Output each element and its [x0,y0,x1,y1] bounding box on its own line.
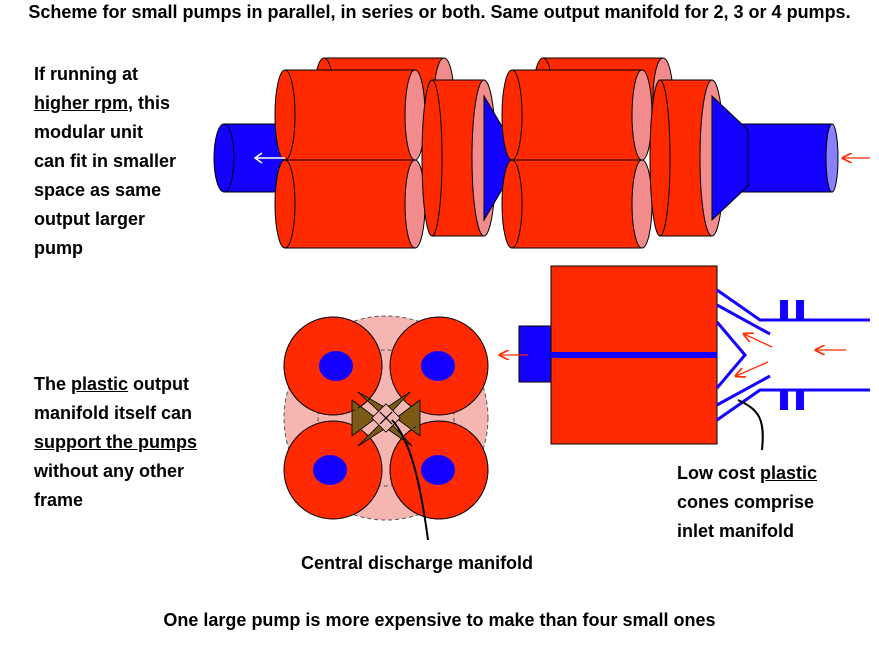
rpm-note-line-5: space as same [34,180,162,200]
end-view-assembly [283,315,489,541]
pump-lower-right [501,159,653,249]
rpm-note-line-3: modular unit [34,122,143,142]
central-discharge-pointer [391,419,429,541]
plastic-manifold-note: The plastic output manifold itself can s… [34,370,254,515]
rpm-note: If running at higher rpm, this modular u… [34,60,234,263]
rpm-note-line-1: If running at [34,64,138,84]
rpm-note-line-6: output larger [34,209,145,229]
plastic-underlined: plastic [71,374,129,394]
cone-arrow-upper [744,334,773,348]
footer-caption: One large pump is more expensive to make… [163,610,716,630]
inlet-port-top-right [421,351,455,381]
inlet-port-bottom-right [421,455,455,485]
pump-upper-left [274,69,426,161]
plastic-note-line-4: without any other [34,461,184,481]
rpm-note-line-4: can fit in smaller [34,151,177,171]
rpm-note-line-2-rest: , this [128,93,171,113]
cone-note-line-2: cones comprise [677,492,815,512]
plastic-note-line-1: The plastic output [34,374,190,394]
inlet-cones [715,288,870,422]
rpm-note-line-2: higher rpm, this [34,89,234,118]
plastic-cone-underlined: plastic [760,463,818,483]
cone-note-line-3: inlet manifold [677,521,794,541]
cone-arrow-lower [736,361,769,376]
rpm-note-line-7: pump [34,238,83,258]
plastic-note-line-3: support the pumps [34,432,197,452]
plastic-note-line-2: manifold itself can [34,403,193,423]
cone-note-line-1: Low cost plastic [677,463,818,483]
side-view-assembly [213,57,870,249]
outlet-stub [518,325,554,383]
outlet-arrowhead-icon [253,152,263,164]
inlet-port-bottom-left [313,455,347,485]
stage-cone-left [421,79,517,237]
pump-lower-left [274,159,426,249]
cone-note-pointer [737,399,764,451]
inlet-port-top-left [319,351,353,381]
diagram-title: Scheme for small pumps in parallel, in s… [28,2,851,22]
inlet-manifold-assembly [500,265,870,451]
inlet-cone-note: Low cost plastic cones comprise inlet ma… [677,459,877,546]
pump-upper-right [501,69,653,161]
plastic-note-line-5: frame [34,490,84,510]
stage-cone-right [649,79,749,237]
higher-rpm-underlined: higher rpm [34,93,129,113]
central-discharge-label: Central discharge manifold [301,553,534,573]
